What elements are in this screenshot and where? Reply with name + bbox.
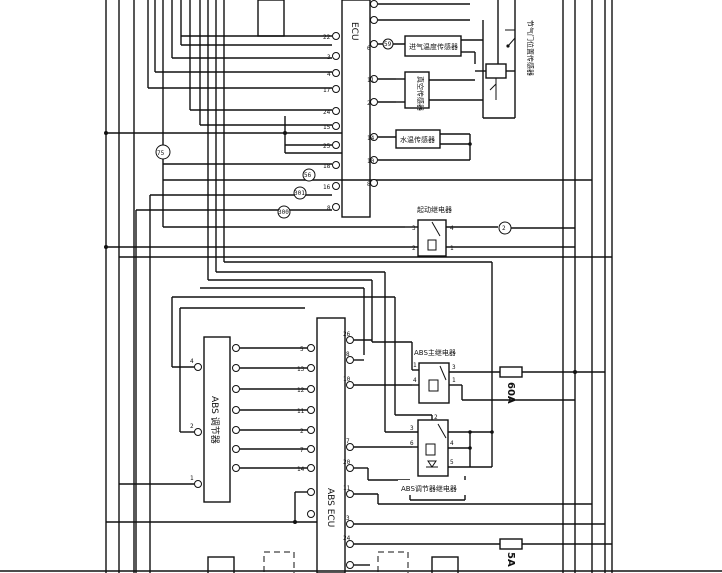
fuse-5a-circuit: 5A — [499, 538, 612, 567]
throttle-position-sensor — [485, 63, 507, 79]
abs-ecu-pin-label: 11 — [297, 408, 305, 415]
ecu-right-pin-label: 11 — [367, 77, 375, 84]
abs-regulator: ABS 调节器 4 2 1 — [119, 336, 240, 503]
abs-regulator-relay-box — [417, 419, 449, 477]
intake-temp-sensor-label: 进气温度传感器 — [409, 42, 458, 51]
connector-75 — [155, 144, 171, 160]
connector-2-label: 2 — [502, 225, 506, 232]
abs-ecu-right-pin-label: 20 — [343, 459, 351, 466]
throttle-position-sensor-label: 节气门位置传感器 — [526, 20, 535, 76]
abs-ecu-right-pin-label: 7 — [346, 438, 350, 445]
reg-pin-label: 1 — [190, 475, 194, 482]
abs-regulator-label: ABS 调节器 — [209, 396, 220, 444]
ecu-pin-label: 24 — [323, 109, 331, 116]
ecu-right-pin-label: 10 — [367, 158, 375, 165]
relay-pin: 3 — [410, 425, 414, 432]
vacuum-sensor — [404, 71, 430, 109]
ecu-pin-label: 4 — [327, 71, 331, 78]
connector-59-label: 59 — [384, 41, 392, 48]
sensor-circuit: 59 进气温度传感器 节气门位置传感器 真空传感器 水温传感器 — [378, 0, 535, 161]
bottom-components — [0, 551, 722, 573]
ecu-right-pin-label: 6 — [367, 45, 371, 52]
relay-pin: 1 — [413, 362, 417, 369]
relay-pin: 5 — [450, 459, 454, 466]
relay-pin: 4 — [450, 225, 454, 232]
abs-ecu-pin-label: 7 — [300, 447, 304, 454]
connector-301 — [293, 186, 307, 200]
ecu-left-pins: 22 3 4 17 24 15 25 18 16 8 — [323, 32, 340, 212]
abs-feed-wires — [171, 261, 493, 467]
ecu-pin-label: 15 — [323, 124, 331, 131]
relay-pin: 3 — [412, 225, 416, 232]
vacuum-sensor-label: 真空传感器 — [416, 76, 425, 111]
abs-main-relay: ABS主继电器 60A 1 4 3 1 — [372, 341, 605, 404]
start-relay: 起动继电器 2 3 2 4 1 — [104, 205, 612, 258]
relay-pin: 1 — [450, 245, 454, 252]
relay-pin: 1 — [452, 377, 456, 384]
connector-56 — [302, 168, 316, 182]
ecu-sub-box — [257, 0, 285, 37]
reg-pin-label: 2 — [190, 423, 194, 430]
water-temp-sensor-label: 水温传感器 — [400, 135, 435, 144]
abs-main-relay-label: ABS主继电器 — [414, 348, 456, 357]
reg-pin-label: 4 — [190, 358, 194, 365]
ecu-pin-label: 25 — [323, 143, 331, 150]
ecu-box — [341, 0, 371, 218]
fuse-5a-label: 5A — [505, 552, 516, 567]
ecu-label: ECU — [349, 22, 359, 41]
ecu-pin-label: 16 — [323, 184, 331, 191]
connector-300-label: 300 — [278, 209, 289, 216]
ecu-pin-label: 8 — [327, 205, 331, 212]
ecu-right-pin-label: 2 — [367, 100, 371, 107]
ecu-pin-label: 18 — [323, 163, 331, 170]
fuse-5a — [499, 538, 523, 550]
abs-ecu-right-pin-label: 24 — [343, 535, 351, 542]
abs-regulator-relay: ABS调节器继电器 2 3 6 4 5 — [385, 414, 494, 501]
abs-ecu-right-pin-label: 11 — [343, 485, 351, 492]
ecu-pin-label: 22 — [323, 34, 331, 41]
intake-temp-sensor — [404, 35, 462, 57]
abs-ecu-pin-label: 13 — [297, 366, 305, 373]
right-harness-wires — [562, 0, 613, 573]
relay-pin: 4 — [450, 440, 454, 447]
fuse-60a — [499, 366, 523, 378]
fuse-60a-label: 60A — [505, 382, 516, 404]
connector-300 — [277, 205, 291, 219]
abs-ecu-right-pin-label: 26 — [343, 331, 351, 338]
ecu-right-pin-label: 14 — [367, 135, 375, 142]
start-relay-box — [417, 219, 447, 257]
abs-ecu-pin-label: 5 — [300, 346, 304, 353]
relay-pin: 3 — [452, 364, 456, 371]
relay-pin: 4 — [413, 377, 417, 384]
start-relay-label: 起动继电器 — [417, 205, 452, 214]
connector-75-label: 75 — [157, 150, 165, 157]
abs-ecu-pin-label: 2 — [300, 428, 304, 435]
abs-ecu-label: ABS ECU — [325, 488, 335, 527]
ecu-pin-label: 17 — [323, 87, 331, 94]
relay-pin: 2 — [434, 414, 438, 421]
connector-56-label: 56 — [304, 172, 312, 179]
abs-ecu-box — [316, 317, 346, 573]
abs-ecu: ABS ECU 5 13 12 11 2 7 14 — [106, 317, 605, 573]
circle-references: 75 56 301 300 — [155, 144, 316, 219]
abs-ecu-pin-label: 14 — [297, 466, 305, 473]
ecu-right-pins: 6 11 2 14 10 8 — [367, 0, 378, 188]
abs-ecu-right-pin-label: 3 — [346, 515, 350, 522]
abs-ecu-pin-label: 12 — [297, 387, 305, 394]
connector-301-label: 301 — [294, 190, 305, 197]
abs-regulator-box — [203, 336, 231, 503]
abs-regulator-relay-label: ABS调节器继电器 — [401, 484, 457, 493]
ecu-right-pin-label: 8 — [367, 181, 371, 188]
relay-pin: 6 — [410, 440, 414, 447]
water-temp-sensor — [395, 129, 441, 149]
engine-ecu: ECU — [257, 0, 371, 218]
ecu-left-wires — [104, 35, 592, 228]
connector-59 — [382, 38, 394, 50]
abs-main-relay-box — [418, 362, 450, 404]
relay-pin: 2 — [412, 245, 416, 252]
abs-ecu-right-pin-label: 8 — [346, 351, 350, 358]
abs-ecu-right-pin-label: 10 — [343, 376, 351, 383]
